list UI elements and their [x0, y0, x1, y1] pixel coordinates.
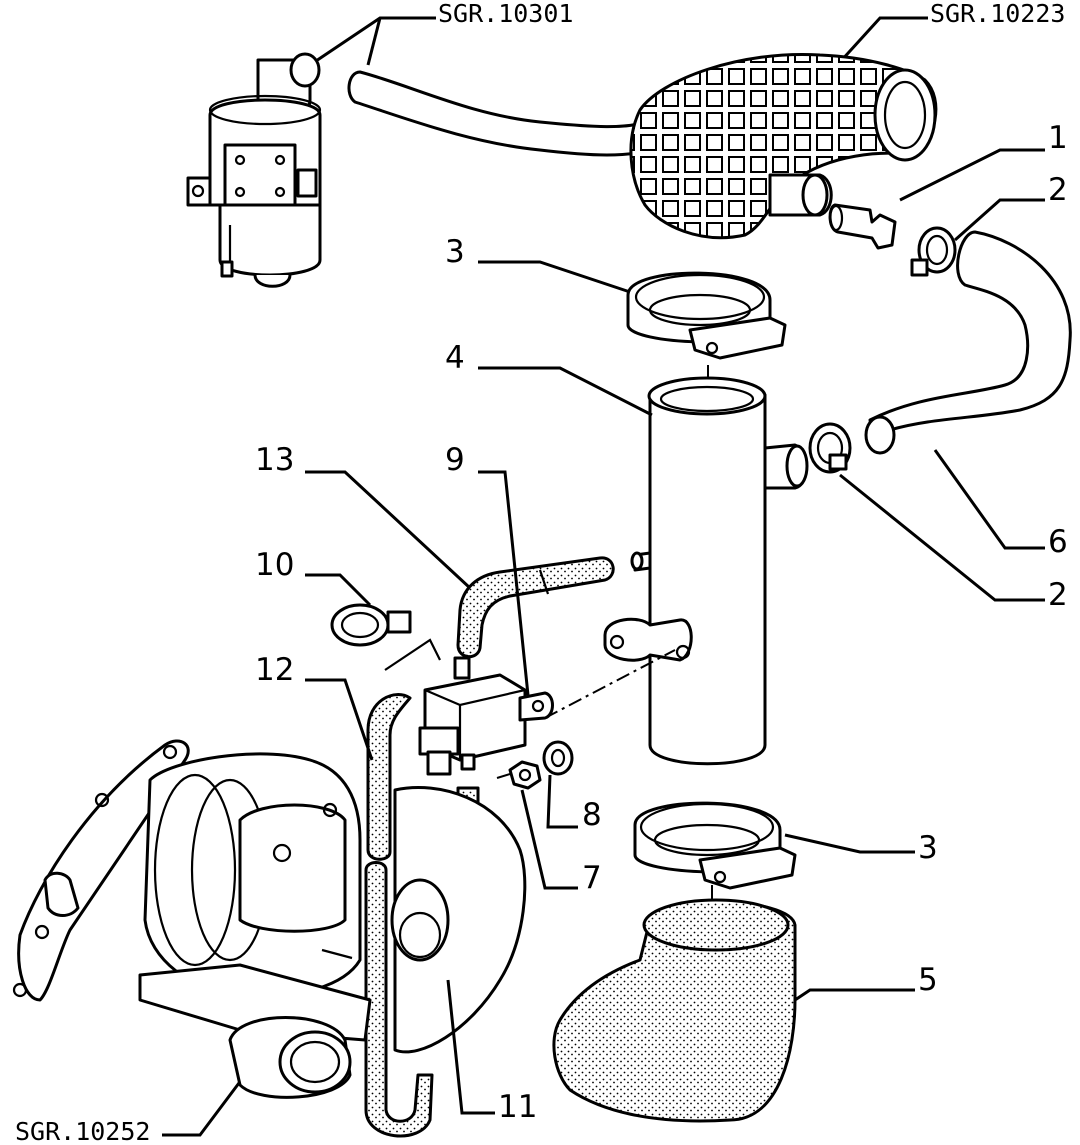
svg-text:5: 5	[918, 962, 938, 998]
callout-5: 5	[794, 962, 938, 1002]
small-clamp-part-2-lower	[808, 422, 852, 474]
reference-bottom-left: SGR.10252	[15, 1074, 247, 1145]
svg-text:2: 2	[1048, 577, 1068, 613]
svg-text:10: 10	[255, 547, 294, 583]
callout-7: 7	[520, 789, 602, 896]
fuel-filter-assembly	[186, 52, 322, 288]
svg-text:SGR.10252: SGR.10252	[15, 1117, 150, 1145]
callout-6: 6	[933, 449, 1068, 560]
callout-3-bottom: 3	[784, 830, 938, 866]
corrugated-intake-elbow	[629, 52, 938, 240]
svg-text:11: 11	[498, 1089, 537, 1125]
svg-text:8: 8	[582, 797, 602, 833]
svg-text:4: 4	[445, 340, 465, 376]
turbocharger-assembly	[12, 739, 527, 1099]
washer-part-8	[542, 740, 574, 776]
nipple-part-1	[828, 203, 897, 250]
callout-10: 10	[255, 547, 372, 607]
clamp-part-10	[330, 603, 412, 647]
small-clamp-part-2-top	[910, 226, 957, 277]
callout-4: 4	[445, 340, 653, 417]
callout-13: 13	[255, 442, 472, 590]
reference-top-left: SGR.10301	[309, 0, 573, 67]
svg-text:9: 9	[445, 442, 465, 478]
svg-text:3: 3	[918, 830, 938, 866]
elbow-hose-part-5	[552, 898, 797, 1123]
tube-part-4	[603, 376, 809, 766]
large-clamp-part-3-top	[626, 271, 787, 360]
svg-text:3: 3	[445, 234, 465, 270]
callout-12: 12	[255, 652, 374, 761]
large-clamp-part-3-bottom	[633, 801, 797, 890]
fuel-hose-top	[347, 70, 657, 157]
callout-1: 1	[899, 120, 1068, 202]
callout-11: 11	[446, 979, 537, 1125]
svg-text:7: 7	[582, 860, 602, 896]
nut-part-7	[508, 760, 542, 790]
hose-part-12	[366, 693, 412, 861]
solenoid-valve-part-9	[384, 638, 554, 776]
reference-top-right: SGR.10223	[838, 0, 1065, 64]
svg-text:12: 12	[255, 652, 294, 688]
svg-text:2: 2	[1048, 172, 1068, 208]
svg-text:SGR.10223: SGR.10223	[930, 0, 1065, 28]
svg-text:SGR.10301: SGR.10301	[438, 0, 573, 28]
svg-text:6: 6	[1048, 524, 1068, 560]
svg-text:1: 1	[1048, 120, 1068, 156]
callout-8: 8	[546, 774, 602, 833]
callout-3-top: 3	[445, 234, 631, 294]
svg-text:13: 13	[255, 442, 294, 478]
callout-2-top: 2	[954, 172, 1068, 242]
hose-part-6	[864, 230, 1072, 455]
callout-2-lower: 2	[839, 473, 1068, 613]
callout-9: 9	[445, 442, 530, 696]
hose-part-13	[456, 556, 615, 659]
